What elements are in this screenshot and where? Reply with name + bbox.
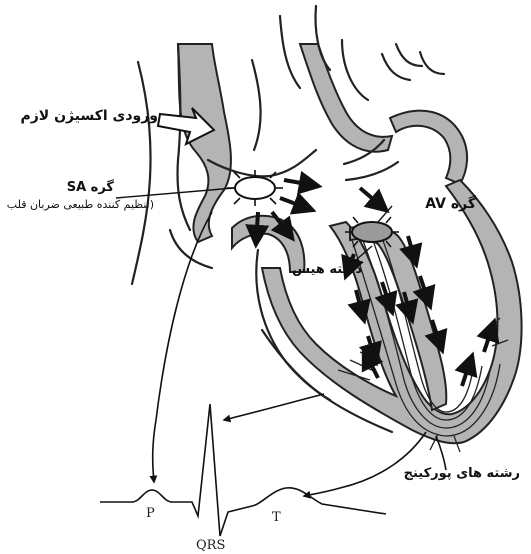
av-node-label: گره AV [402, 196, 476, 212]
ecg-t-label: T [272, 510, 281, 525]
aorta-top-left [382, 54, 410, 80]
sa-node-ellipse [235, 177, 275, 199]
arrow-sa-to-atrium-2 [280, 198, 312, 210]
left-boundary [132, 62, 151, 284]
pulmonary-vein-2 [346, 162, 398, 180]
connector-qrs [224, 394, 324, 420]
his-bundle-label: دسته هیس [290, 262, 362, 277]
arrow-sa-to-atrium-1 [284, 180, 318, 186]
sa-node-label: گره SA [54, 180, 114, 195]
pulmonary-branch-1 [280, 16, 300, 88]
pulmonary-branch-3 [342, 40, 368, 100]
arrow-up-left [364, 350, 378, 378]
left-atrium-wall [390, 111, 467, 184]
ecg-waveform [100, 404, 386, 536]
pulmonary-trunk [252, 60, 261, 150]
connector-t [304, 432, 426, 496]
av-node-ellipse [352, 222, 392, 242]
ecg-qrs-label: QRS [196, 538, 225, 553]
aortic-wall [300, 44, 392, 152]
arrow-sa-down-1 [256, 212, 258, 244]
aorta-top-right [420, 52, 444, 74]
arrow-purkinje-up-2 [484, 322, 494, 352]
aorta-branch [396, 44, 422, 66]
oxygen-entry-label: ورودی اکسیژن لازم [38, 108, 158, 124]
arrow-to-av-1 [360, 188, 386, 210]
sa-node-description: (تنظیم کننده طبیعی ضربان قلب [4, 198, 154, 211]
ecg-p-label: P [146, 506, 155, 521]
purkinje-fibers-label: رشته های پورکینج [410, 466, 520, 481]
